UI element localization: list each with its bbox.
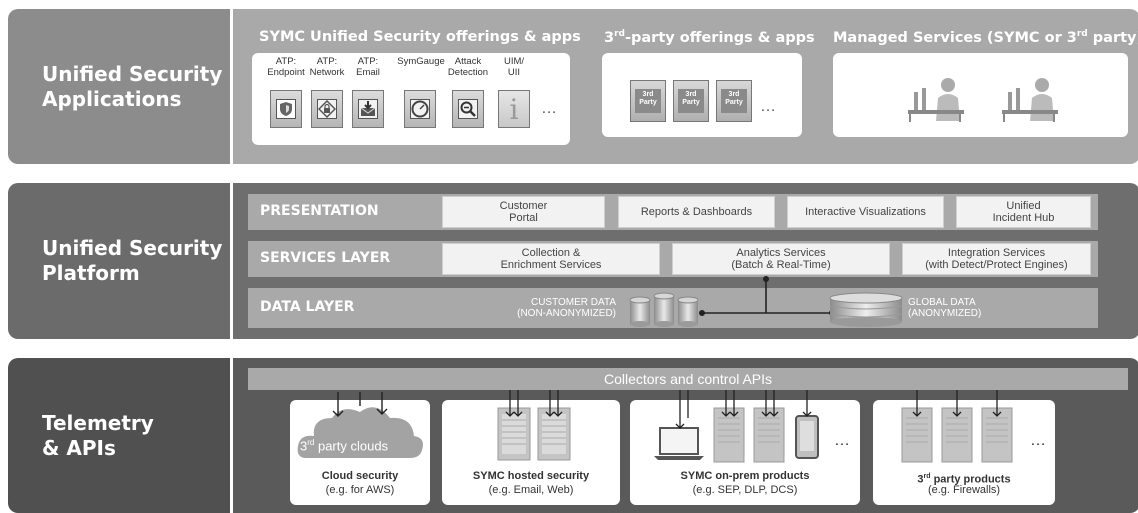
cell-interactive-visualizations[interactable]: Interactive Visualizations — [787, 196, 944, 228]
managed-services-box — [833, 53, 1128, 137]
third-party-more: … — [1030, 432, 1046, 449]
gauge-icon — [404, 90, 436, 128]
group-title-symc-offerings: SYMC Unified Security offerings & apps — [259, 29, 581, 45]
row-label-line1: Telemetry — [42, 410, 154, 435]
app-symgauge[interactable]: SymGauge — [396, 56, 446, 128]
customer-database-icon — [629, 292, 699, 327]
third-party-servers-icon — [901, 390, 1013, 463]
group-title-third-party-offerings: 3rd-party offerings & apps — [604, 29, 815, 46]
app-atp-endpoint[interactable]: ATP: Endpoint — [266, 56, 306, 128]
symc-onprem-title: SYMC on-prem products — [680, 470, 810, 482]
collectors-bar: Collectors and control APIs — [248, 368, 1128, 390]
app-atp-email[interactable]: ATP: Email — [348, 56, 388, 128]
row-label-line1: Unified Security — [42, 236, 223, 260]
global-database-icon — [829, 292, 903, 327]
row-label-telemetry: Telemetry & APIs — [8, 358, 230, 513]
app-atp-network[interactable]: ATP: Network — [307, 56, 347, 128]
shield-icon — [270, 90, 302, 128]
analyst-workstation-icon — [906, 76, 968, 127]
app-attack-detection[interactable]: Attack Detection — [445, 56, 491, 128]
email-download-icon — [352, 90, 384, 128]
cloud-icon — [297, 392, 423, 458]
global-data-label: GLOBAL DATA (ANONYMIZED) — [908, 297, 982, 319]
third-party-clouds-label: 3rd party clouds — [300, 438, 389, 454]
symc-onprem-subtitle: (e.g. SEP, DLP, DCS) — [692, 484, 798, 496]
row-label-line1: Unified Security — [42, 61, 223, 86]
cell-integration-services[interactable]: Integration Services(with Detect/Protect… — [902, 243, 1091, 275]
network-lock-icon — [311, 90, 343, 128]
cell-reports-dashboards[interactable]: Reports & Dashboards — [618, 196, 775, 228]
cloud-security-title: Cloud security — [321, 470, 399, 482]
symc-hosted-title: SYMC hosted security — [472, 470, 590, 482]
cell-analytics-services[interactable]: Analytics Services(Batch & Real-Time) — [672, 243, 890, 275]
row-label-line2: Applications — [42, 86, 182, 111]
cloud-security-subtitle: (e.g. for AWS) — [325, 484, 395, 496]
onprem-more: … — [834, 432, 850, 449]
group-title-managed-services: Managed Services (SYMC or 3rd party) — [833, 29, 1138, 46]
analyst-workstation-icon — [1000, 76, 1062, 127]
row-label-applications: Unified Security Applications — [8, 9, 230, 164]
info-icon: i — [498, 90, 530, 128]
row-label-line2: & APIs — [42, 435, 116, 460]
third-party-products-subtitle: (e.g. Firewalls) — [927, 484, 1001, 496]
symc-hosted-subtitle: (e.g. Email, Web) — [488, 484, 574, 496]
customer-data-label: CUSTOMER DATA (NON-ANONYMIZED) — [517, 297, 616, 319]
server-rack-icon — [497, 390, 571, 461]
data-layer-title: DATA LAYER — [260, 299, 355, 315]
telemetry-box-symc-hosted[interactable] — [442, 400, 620, 505]
presentation-title: PRESENTATION — [260, 203, 379, 219]
onprem-devices-icon — [654, 390, 819, 463]
third-party-products-title: 3rd party products — [917, 473, 1011, 486]
cell-collection-enrichment[interactable]: Collection &Enrichment Services — [442, 243, 660, 275]
third-party-apps-more: … — [760, 98, 776, 115]
row-label-platform: Unified Security Platform — [8, 183, 230, 339]
services-title: SERVICES LAYER — [260, 250, 391, 266]
app-uim-uii[interactable]: UIM/ UII i — [494, 56, 534, 128]
magnifier-icon — [452, 90, 484, 128]
row-label-line2: Platform — [42, 261, 140, 285]
symc-apps-more: … — [541, 100, 557, 117]
